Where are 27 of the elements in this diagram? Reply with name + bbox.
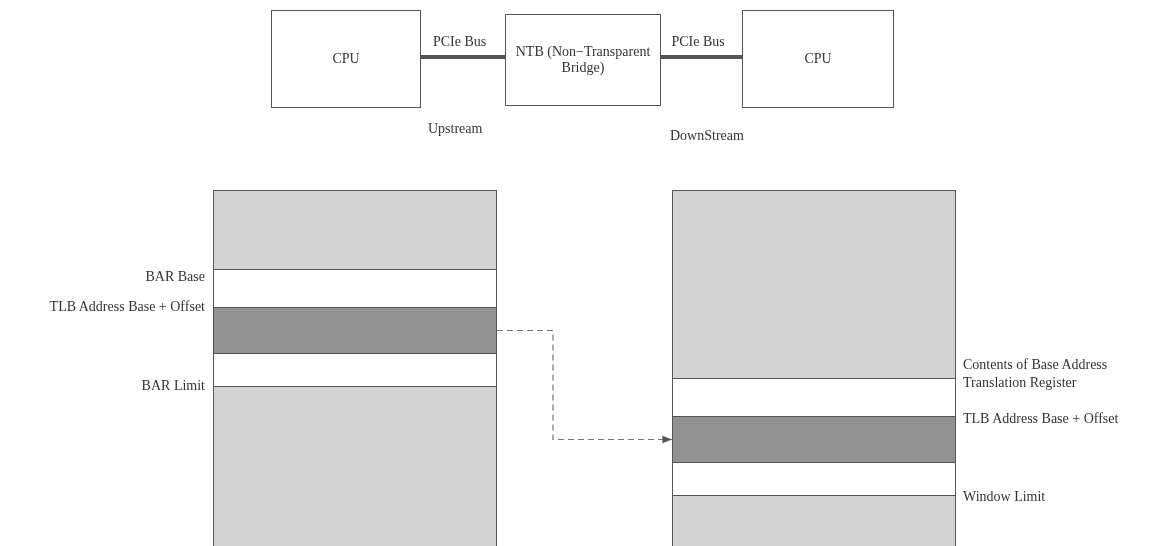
component-label: CPU xyxy=(331,51,361,67)
memory-region-bar xyxy=(672,378,956,417)
component-box xyxy=(742,10,894,108)
bus-line xyxy=(661,55,742,59)
memory-region-bar xyxy=(672,495,956,546)
annotation-label: TLB Address Base + Offset xyxy=(963,410,1120,428)
annotation-label: Window Limit xyxy=(963,488,1047,506)
memory-region-bar xyxy=(213,269,497,308)
annotation-label: BAR Limit xyxy=(140,377,205,395)
component-box xyxy=(271,10,421,108)
dashed-arrow xyxy=(496,329,673,444)
memory-region-bar xyxy=(213,190,497,270)
memory-region-bar xyxy=(213,386,497,546)
memory-region-bar xyxy=(213,307,497,354)
component-label: NTB (Non−Transparent Bridge) xyxy=(515,44,651,76)
annotation-label: DownStream xyxy=(670,127,745,145)
bus-line xyxy=(421,55,505,59)
annotation-label: BAR Base xyxy=(144,268,205,286)
memory-region-bar xyxy=(213,353,497,387)
component-label: CPU xyxy=(803,51,833,67)
memory-region-bar xyxy=(672,462,956,496)
annotation-label: TLB Address Base + Offset xyxy=(48,298,205,316)
annotation-label: Contents of Base Address Translation Register xyxy=(963,356,1109,392)
memory-region-bar xyxy=(672,416,956,463)
memory-region-bar xyxy=(672,190,956,379)
annotation-label: Upstream xyxy=(428,120,484,138)
component-box xyxy=(505,14,661,106)
